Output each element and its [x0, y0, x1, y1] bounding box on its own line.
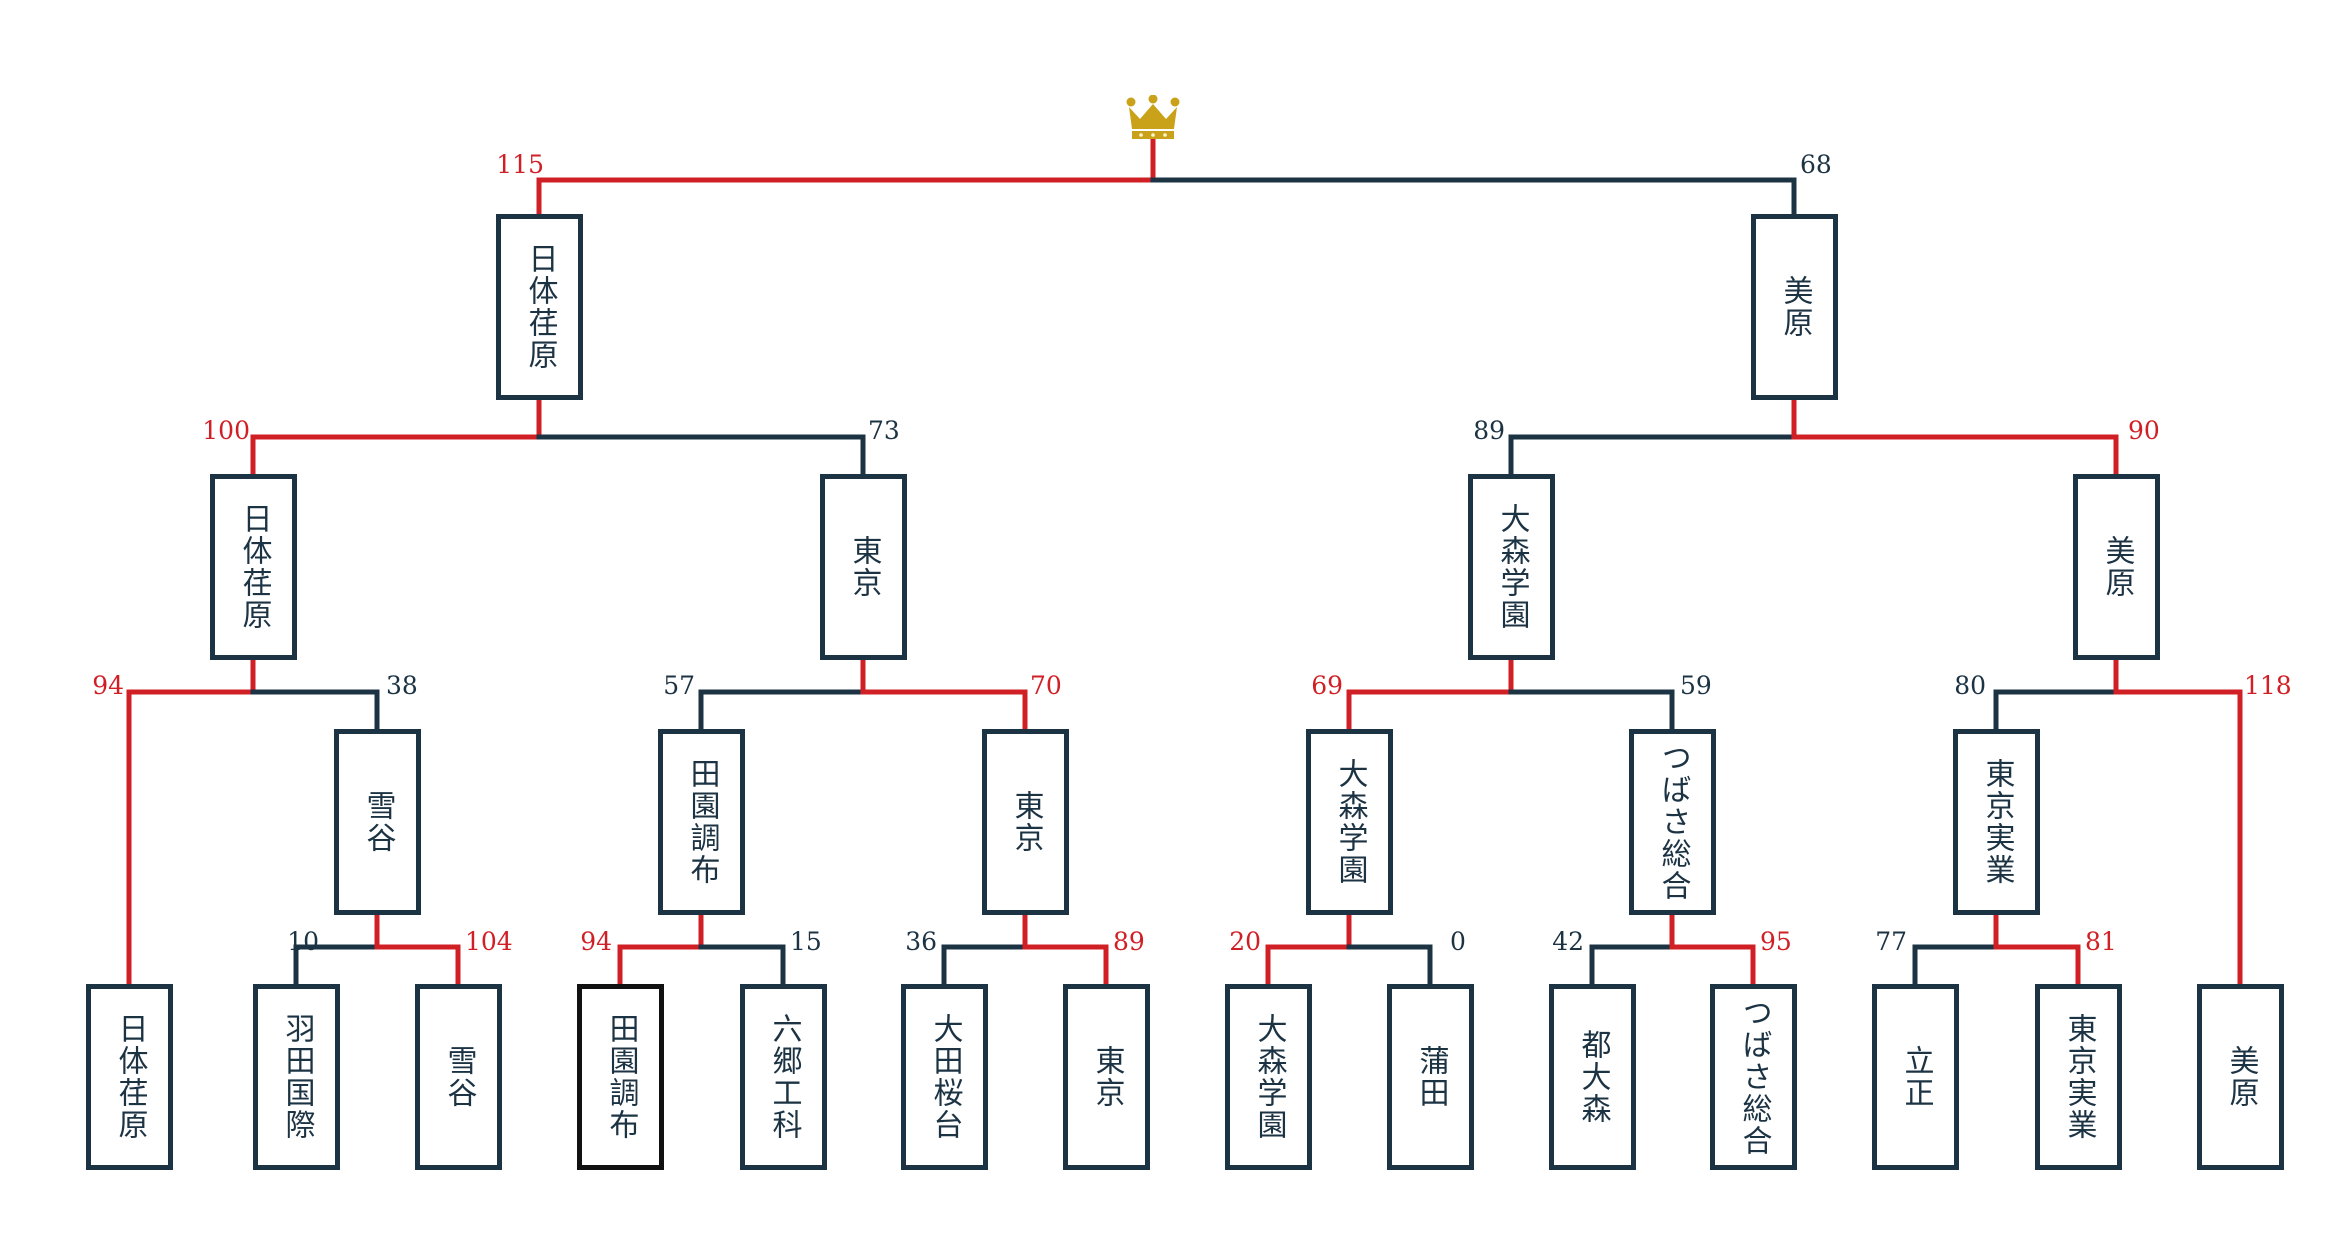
team-box-t10[interactable]: 都大森: [1549, 984, 1636, 1170]
team-box-t11[interactable]: つばさ総合: [1710, 984, 1797, 1170]
score-m2-right: 15: [790, 927, 822, 956]
team-box-t6[interactable]: 大田桜台: [901, 984, 988, 1170]
winner-box-m8[interactable]: 東京: [820, 474, 907, 660]
score-m4-right: 0: [1450, 927, 1466, 956]
score-m11-left: 100: [202, 416, 250, 445]
team-name: 羽田国際: [279, 1013, 315, 1141]
winner-name: 日体荏原: [522, 243, 558, 371]
score-m5-right: 95: [1760, 927, 1792, 956]
team-box-t4[interactable]: 田園調布: [577, 984, 664, 1170]
winner-name: 東京実業: [1979, 758, 2015, 886]
team-box-t8[interactable]: 大森学園: [1225, 984, 1312, 1170]
winner-name: つばさ総合: [1655, 742, 1691, 902]
winner-name: 美原: [1777, 275, 1813, 339]
winner-name: 美原: [2099, 535, 2135, 599]
score-m8-left: 57: [663, 671, 695, 700]
winner-name: 東京: [846, 535, 882, 599]
winner-box-m9[interactable]: 大森学園: [1468, 474, 1555, 660]
score-m7-left: 94: [92, 671, 124, 700]
score-m3-right: 89: [1113, 927, 1145, 956]
team-box-t13[interactable]: 東京実業: [2035, 984, 2122, 1170]
score-m1-right: 104: [465, 927, 513, 956]
score-m10-left: 80: [1954, 671, 1986, 700]
team-box-t5[interactable]: 六郷工科: [740, 984, 827, 1170]
team-name: 立正: [1898, 1045, 1934, 1109]
score-m9-right: 59: [1680, 671, 1712, 700]
team-name: 東京実業: [2061, 1013, 2097, 1141]
score-m11-right: 73: [868, 416, 900, 445]
team-box-t7[interactable]: 東京: [1063, 984, 1150, 1170]
winner-box-m2[interactable]: 田園調布: [658, 729, 745, 915]
team-name: 日体荏原: [112, 1013, 148, 1141]
team-name: つばさ総合: [1736, 997, 1772, 1157]
team-name: 六郷工科: [766, 1013, 802, 1141]
score-final-right: 68: [1800, 150, 1832, 179]
score-m6-left: 77: [1875, 927, 1907, 956]
team-box-t2[interactable]: 羽田国際: [253, 984, 340, 1170]
winner-name: 雪谷: [360, 790, 396, 854]
team-name: 蒲田: [1413, 1045, 1449, 1109]
team-box-t14[interactable]: 美原: [2197, 984, 2284, 1170]
team-name: 都大森: [1575, 1029, 1611, 1125]
winner-box-m3[interactable]: 東京: [982, 729, 1069, 915]
winner-name: 日体荏原: [236, 503, 272, 631]
team-name: 美原: [2223, 1045, 2259, 1109]
team-name: 大森学園: [1251, 1013, 1287, 1141]
winner-name: 田園調布: [684, 758, 720, 886]
team-name: 雪谷: [441, 1045, 477, 1109]
score-m1-left: 10: [287, 927, 319, 956]
score-m5-left: 42: [1552, 927, 1584, 956]
score-m10-right: 118: [2244, 671, 2292, 700]
winner-box-m12[interactable]: 美原: [1751, 214, 1838, 400]
winner-box-m10[interactable]: 美原: [2073, 474, 2160, 660]
score-m6-right: 81: [2085, 927, 2117, 956]
score-m12-left: 89: [1473, 416, 1505, 445]
winner-box-m6[interactable]: 東京実業: [1953, 729, 2040, 915]
team-name: 東京: [1089, 1045, 1125, 1109]
team-name: 大田桜台: [927, 1013, 963, 1141]
winner-box-m5[interactable]: つばさ総合: [1629, 729, 1716, 915]
winner-box-m4[interactable]: 大森学園: [1306, 729, 1393, 915]
team-box-t3[interactable]: 雪谷: [415, 984, 502, 1170]
winner-name: 大森学園: [1332, 758, 1368, 886]
winner-box-m1[interactable]: 雪谷: [334, 729, 421, 915]
score-m8-right: 70: [1030, 671, 1062, 700]
score-m4-left: 20: [1229, 927, 1261, 956]
crown-icon: [1125, 94, 1181, 141]
score-m12-right: 90: [2128, 416, 2160, 445]
team-name: 田園調布: [603, 1013, 639, 1141]
winner-name: 東京: [1008, 790, 1044, 854]
team-box-t1[interactable]: 日体荏原: [86, 984, 173, 1170]
score-m7-right: 38: [386, 671, 418, 700]
score-m9-left: 69: [1311, 671, 1343, 700]
team-box-t12[interactable]: 立正: [1872, 984, 1959, 1170]
winner-name: 大森学園: [1494, 503, 1530, 631]
score-m2-left: 94: [580, 927, 612, 956]
score-final-left: 115: [496, 150, 544, 179]
winner-box-m11[interactable]: 日体荏原: [496, 214, 583, 400]
winner-box-m7[interactable]: 日体荏原: [210, 474, 297, 660]
team-box-t9[interactable]: 蒲田: [1387, 984, 1474, 1170]
score-m3-left: 36: [905, 927, 937, 956]
